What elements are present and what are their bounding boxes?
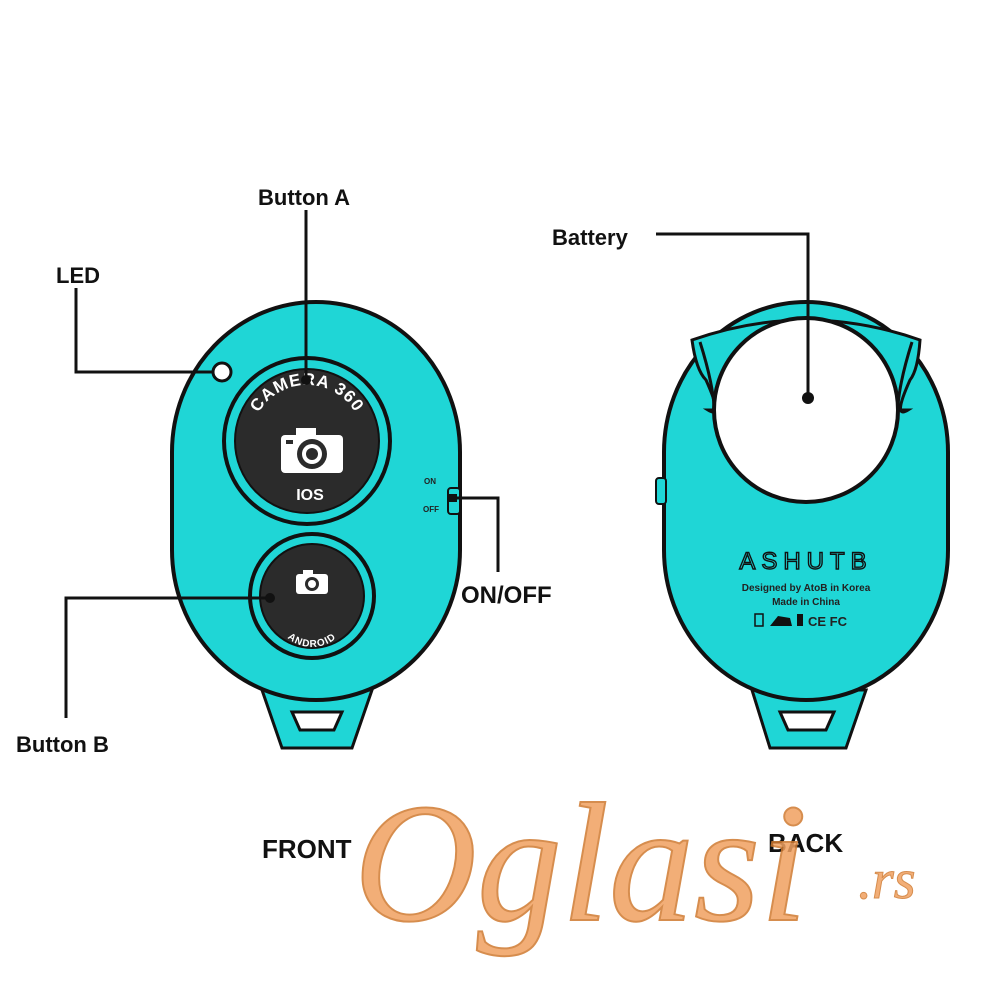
- brand-logo: ASHUTB: [739, 548, 872, 575]
- button-b-leader: [64, 596, 270, 718]
- led-indicator: [211, 361, 233, 383]
- designed-by-text: Designed by AtoB in Korea: [742, 583, 871, 594]
- watermark: Oglasi .rs: [353, 768, 916, 958]
- button-a-bottom-text: IOS: [296, 487, 324, 504]
- on-off-label: ON/OFF: [461, 582, 552, 609]
- camera-small-icon: [296, 570, 328, 594]
- certification-marks: CE FC: [754, 613, 848, 629]
- onoff-leader: [456, 496, 500, 572]
- svg-text:CE FC: CE FC: [808, 614, 848, 629]
- made-in-text: Made in China: [772, 597, 840, 608]
- leader-lines: [64, 210, 810, 718]
- led-leader: [74, 288, 213, 374]
- front-label: FRONT: [262, 834, 352, 864]
- battery-label: Battery: [552, 225, 629, 250]
- led-label: LED: [56, 263, 100, 288]
- switch-off-label: OFF: [423, 505, 439, 514]
- battery-cover: [712, 316, 900, 504]
- battery-leader: [656, 232, 810, 398]
- button-b-label: Button B: [16, 732, 109, 757]
- button-a-label: Button A: [258, 185, 350, 210]
- back-label: BACK: [768, 828, 843, 858]
- watermark-main: Oglasi: [354, 769, 807, 957]
- front-device: ON OFF CAMERA 360 IOS: [170, 300, 462, 750]
- watermark-suffix: .rs: [858, 849, 916, 911]
- camera-icon: [281, 428, 343, 473]
- switch-on-label: ON: [424, 477, 436, 486]
- back-device: ASHUTB Designed by AtoB in Korea Made in…: [655, 300, 950, 750]
